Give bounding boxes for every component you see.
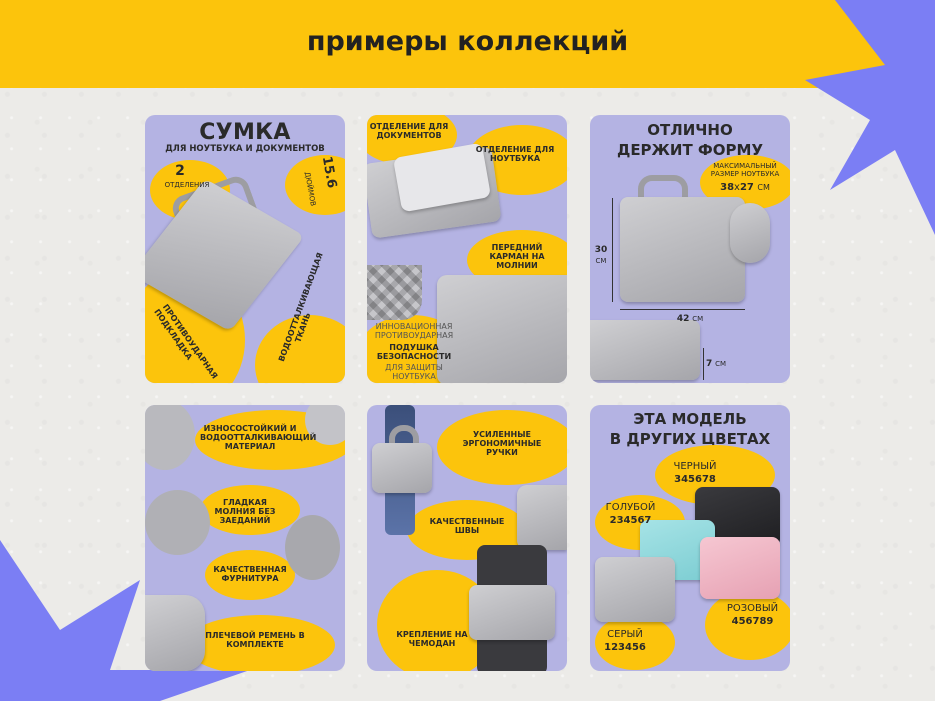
card-materials: ИЗНОСОСТОЙКИЙ И ВОДООТТАЛКИВАЮЩИЙ МАТЕРИ… [145, 405, 345, 671]
yellow-blob [205, 550, 295, 600]
yellow-blob [595, 615, 675, 670]
card1-title: СУМКА [199, 120, 291, 145]
yellow-blob [185, 615, 335, 671]
bag-pink-image [700, 537, 780, 599]
label-documents: ОТДЕЛЕНИЕ ДЛЯ ДОКУМЕНТОВ [369, 122, 449, 141]
yellow-blob [705, 590, 790, 660]
compartments-number: 2 [175, 163, 185, 179]
bag-on-suitcase-image [469, 585, 555, 640]
bag-grey-image [595, 557, 675, 622]
bag-front-image [620, 197, 745, 302]
color-black-code: 345678 [674, 474, 716, 485]
card-bag-overview: СУМКА ДЛЯ НОУТБУКА И ДОКУМЕНТОВ 2 ОТДЕЛЕ… [145, 115, 345, 383]
bag-handle [389, 425, 419, 447]
label-pillow-3: ДЛЯ ЗАЩИТЫ НОУТБУКА [385, 363, 443, 382]
label-zipper: ГЛАДКАЯ МОЛНИЯ БЕЗ ЗАЕДАНИЙ [214, 498, 276, 526]
label-pillow-2: ПОДУШКА БЕЗОПАСНОСТИ [376, 343, 452, 362]
label-suitcase: КРЕПЛЕНИЕ НА ЧЕМОДАН [396, 630, 468, 649]
carried-bag-image [372, 443, 432, 493]
card1-subtitle: ДЛЯ НОУТБУКА И ДОКУМЕНТОВ [165, 144, 325, 154]
card-features: УСИЛЕННЫЕ ЭРГОНОМИЧНЫЕ РУЧКИ КАЧЕСТВЕННЫ… [367, 405, 567, 671]
color-blue-name: ГОЛУБОЙ [605, 502, 656, 513]
card-dimensions: ОТЛИЧНО ДЕРЖИТ ФОРМУ МАКСИМАЛЬНЫЙ РАЗМЕР… [590, 115, 790, 383]
label-front-pocket: ПЕРЕДНИЙ КАРМАН НА МОЛНИИ [489, 243, 545, 271]
label-hardware: КАЧЕСТВЕННАЯ ФУРНИТУРА [213, 565, 287, 584]
page-title: примеры коллекций [306, 26, 629, 57]
label-handles: УСИЛЕННЫЕ ЭРГОНОМИЧНЫЕ РУЧКИ [462, 430, 542, 458]
width-label: 42 СМ [660, 314, 720, 324]
label-seams: КАЧЕСТВЕННЫЕ ШВЫ [429, 517, 505, 536]
height-unit: СМ [595, 257, 607, 265]
compartments-label: ОТДЕЛЕНИЯ [164, 181, 210, 189]
width-dimension-line [620, 309, 745, 310]
color-pink-name: РОЗОВЫЙ [726, 603, 779, 614]
padded-lining-image [367, 265, 422, 320]
card-color-variants: ЭТА МОДЕЛЬ В ДРУГИХ ЦВЕТАХ ЧЕРНЫЙ 345678… [590, 405, 790, 671]
bag-front-pocket-image [437, 275, 567, 383]
max-size-width: 38 [720, 182, 735, 193]
depth-dimension-line [703, 348, 704, 380]
decorative-star-top-right [805, 0, 935, 235]
depth-label: 7 СМ [706, 359, 746, 369]
strap-image [145, 595, 205, 671]
depth-value: 7 [706, 359, 713, 369]
width-unit: СМ [692, 315, 704, 323]
card-compartments: ОТДЕЛЕНИЕ ДЛЯ ДОКУМЕНТОВ ОТДЕЛЕНИЕ ДЛЯ Н… [367, 115, 567, 383]
label-material: ИЗНОСОСТОЙКИЙ И ВОДООТТАЛКИВАЮЩИЙ МАТЕРИ… [200, 424, 317, 452]
decorative-star-bottom-left [0, 540, 250, 701]
color-blue-code: 234567 [609, 515, 652, 526]
hardware-image [285, 515, 340, 580]
shoulder-strap-image [730, 203, 770, 263]
zipper-image [145, 490, 210, 555]
card3-title-line2: ДЕРЖИТ ФОРМУ [616, 141, 764, 159]
width-value: 42 [676, 314, 690, 324]
label-pillow-1: ИННОВАЦИОННАЯ ПРОТИВОУДАРНАЯ [374, 322, 454, 341]
header-banner [0, 0, 935, 88]
yellow-blob [437, 410, 567, 485]
color-grey-name: СЕРЫЙ [607, 629, 643, 640]
card6-title-line1: ЭТА МОДЕЛЬ [633, 410, 747, 428]
max-size-height: 27 [739, 182, 754, 193]
bag-handle [638, 175, 688, 205]
card3-title-line1: ОТЛИЧНО [647, 121, 733, 139]
label-laptop: ОТДЕЛЕНИЕ ДЛЯ НОУТБУКА [475, 145, 555, 164]
yellow-blob [285, 155, 345, 215]
height-value: 30 [594, 245, 608, 255]
max-size-value: 38х27 СМ [705, 182, 785, 193]
yellow-blob [200, 485, 300, 535]
height-dimension-line [612, 198, 613, 302]
waterproof-fabric-image [145, 405, 195, 470]
max-size-unit: СМ [757, 183, 770, 192]
depth-unit: СМ [715, 360, 727, 368]
card6-title-line2: В ДРУГИХ ЦВЕТАХ [609, 430, 771, 448]
color-pink-code: 456789 [731, 616, 774, 627]
color-grey-code: 123456 [604, 642, 646, 653]
color-black-name: ЧЕРНЫЙ [673, 461, 717, 472]
max-size-times: х [734, 182, 740, 193]
seams-closeup-image [517, 485, 567, 550]
bag-side-image [590, 320, 700, 380]
label-strap: ПЛЕЧЕВОЙ РЕМЕНЬ В КОМПЛЕКТЕ [205, 631, 305, 650]
max-size-label: МАКСИМАЛЬНЫЙ РАЗМЕР НОУТБУКА [710, 162, 780, 179]
